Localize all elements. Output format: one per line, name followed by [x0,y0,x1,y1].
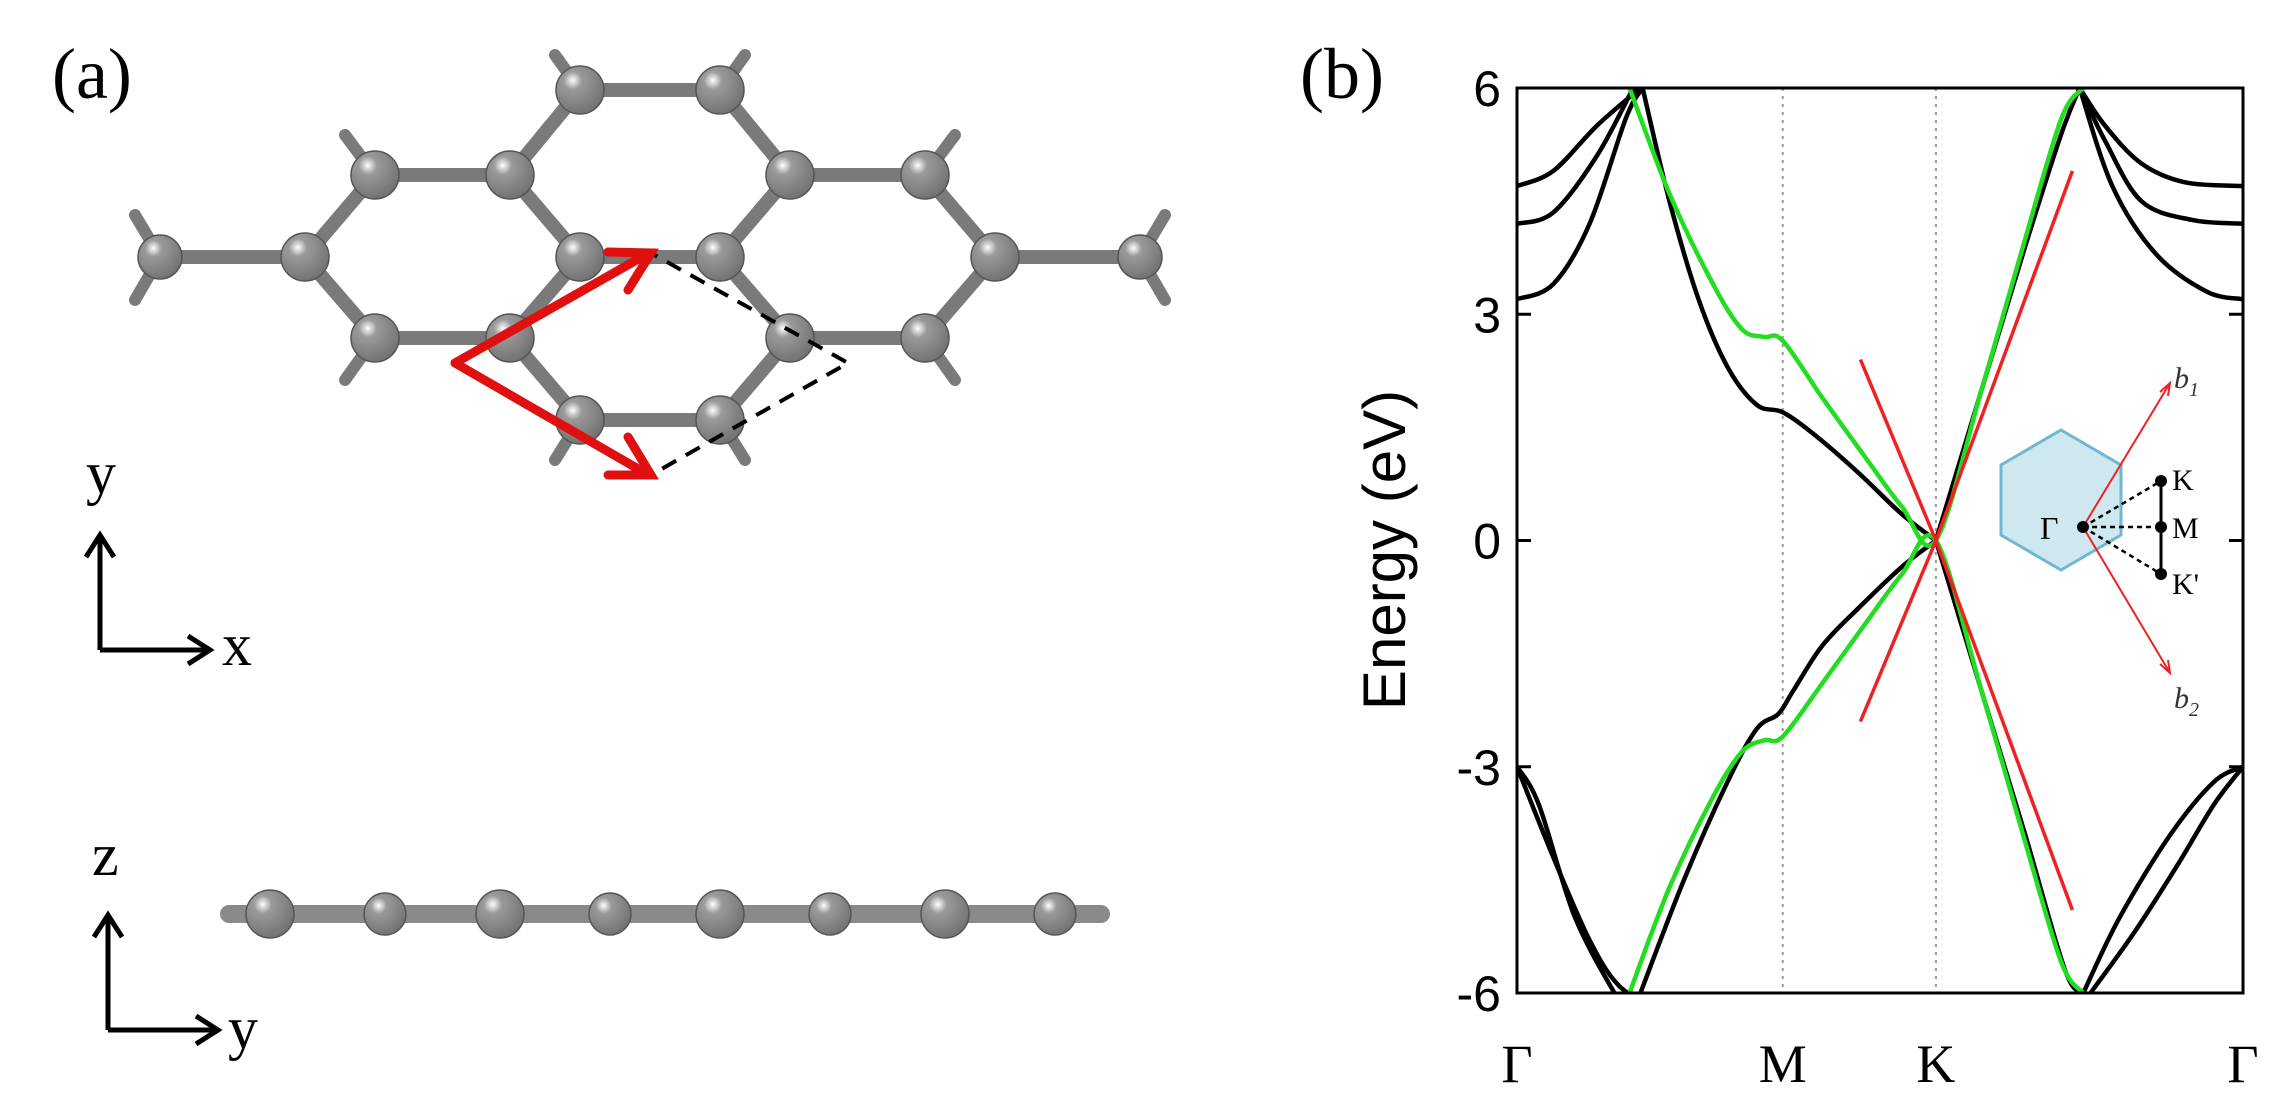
y-tick-label: 6 [1473,61,1501,117]
plot-frame [1515,86,2245,995]
y-tick-label: 3 [1473,287,1501,343]
green-band-line [1627,532,2086,993]
atom [485,150,535,200]
side-axis-z-label: z [92,822,119,888]
black-band-line [2088,765,2243,993]
y-ticks: -6 -3 0 3 6 [1457,61,2243,1022]
green-band-line [1627,88,2086,549]
gamma-point [2077,521,2089,533]
b1-vector [2082,382,2171,528]
black-band-line [1517,88,1645,302]
atom [765,150,815,200]
top-axis-x-label: x [222,612,252,678]
y-tick-label: -3 [1457,740,1501,796]
side-atom [475,889,525,939]
inset-points [2077,475,2167,580]
side-atom [363,892,407,936]
atom [970,232,1020,282]
inset-b2-label: b2 [2174,682,2199,721]
atom [900,313,950,363]
side-axis-y-label: y [228,995,258,1061]
atom [555,232,605,282]
panel-a: (a) y x [52,34,1171,1061]
reciprocal-vectors [2082,380,2172,676]
m-point [2155,521,2167,533]
atom [695,65,745,115]
atom [695,232,745,282]
side-atom [245,889,295,939]
side-atom [920,889,970,939]
y-tick-label: 0 [1473,514,1501,570]
top-axis-y-label: y [86,440,116,506]
inset-kprime-label: K' [2172,568,2199,601]
high-symmetry-guides [1781,88,1937,993]
lattice-vector-a1-head [603,247,659,295]
atom [1117,234,1163,280]
atom [350,313,400,363]
graphene-side-view [220,889,1110,939]
b2-vector [2082,526,2171,674]
lattice-vector-a2 [450,358,645,475]
black-band-line [1517,88,1642,189]
red-dirac-line [1858,170,2075,723]
lattice-vector-a2-head [603,432,659,480]
black-band-line [1640,88,1938,543]
brillouin-zone-hexagon [1999,428,2123,572]
black-band-line [2077,88,2243,189]
y-axis-label: Energy (eV) [1351,390,1418,710]
inset-k-label: K [2172,464,2194,497]
atom [137,234,183,280]
atom [900,150,950,200]
black-band-line [1638,538,1938,993]
unit-cell [450,250,853,478]
inset-paths [2082,479,2162,576]
inset-m-label: M [2172,512,2199,545]
kprime-point [2155,568,2167,580]
x-tick-label: Γ [2227,1034,2258,1094]
black-band-line [2077,88,2243,226]
side-atom [1033,892,1077,936]
black-band-line [2077,88,2243,302]
k-point [2155,475,2167,487]
panel-a-label: (a) [52,34,132,114]
inset-gamma-label: Γ [2040,510,2059,546]
atom [555,65,605,115]
top-view-axes [83,530,215,667]
y-tick-label: -6 [1457,966,1501,1022]
band-structure [1517,88,2243,993]
black-band-line [1517,88,1636,226]
x-tick-label: M [1759,1034,1807,1094]
lattice-vectors [450,247,659,480]
side-atom [695,889,745,939]
panel-b-label: (b) [1300,34,1384,114]
atoms [137,65,1163,445]
side-atom [808,892,852,936]
side-atom [588,892,632,936]
atom [350,150,400,200]
brillouin-zone-inset: Γ K M K' b1 b2 [1999,362,2199,721]
graphene-top-view [129,49,1171,466]
atom [765,313,815,363]
inset-b1-label: b1 [2174,362,2199,401]
atom [280,232,330,282]
x-tick-label: Γ [1501,1034,1532,1094]
x-tick-label: K [1916,1034,1955,1094]
black-band-line [2081,764,2243,993]
side-view-axes [91,910,223,1047]
lattice-vector-a1 [450,253,645,368]
